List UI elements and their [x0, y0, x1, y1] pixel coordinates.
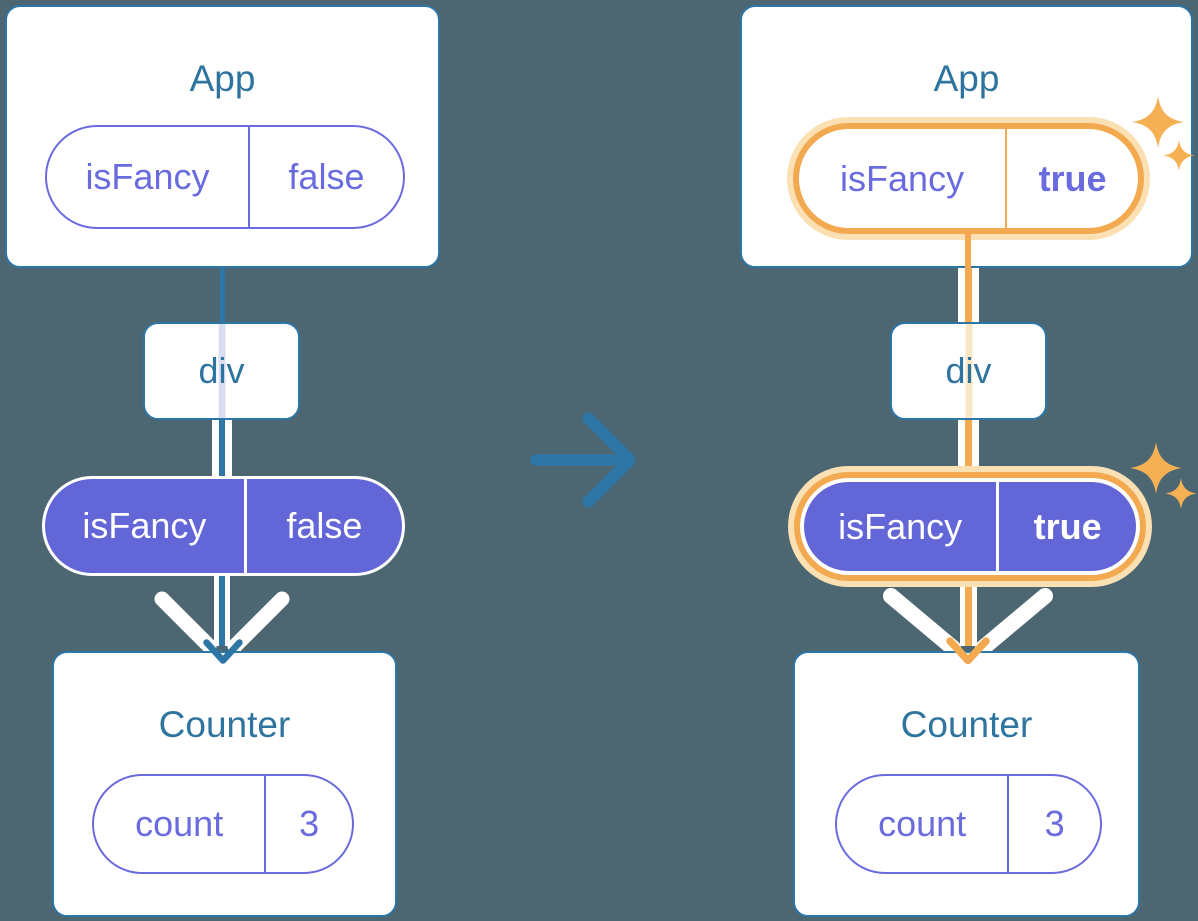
prop-name-cell: isFancy — [45, 479, 247, 573]
prop-value: true — [1033, 505, 1102, 547]
sparkle-icon — [1132, 96, 1195, 171]
app-title: App — [933, 58, 1000, 99]
state-value-cell: 3 — [266, 776, 352, 872]
counter-card: Counter count 3 — [793, 651, 1140, 917]
state-value: 3 — [1044, 803, 1065, 844]
prop-pipe-div-to-pill — [958, 420, 979, 478]
prop-name-cell: isFancy — [804, 482, 1000, 571]
prop-value-cell: true — [999, 482, 1136, 571]
prop-value: false — [286, 505, 363, 546]
prop-name: isFancy — [85, 156, 210, 197]
prop-flow-arrow-icon — [883, 588, 1053, 656]
prop-pipe-div-to-pill — [212, 420, 232, 476]
prop-value: true — [1038, 157, 1107, 199]
faded-prop-line — [965, 324, 972, 418]
state-name: count — [878, 803, 967, 844]
prop-pipe-pill-to-counter — [959, 574, 977, 646]
prop-pipe-app-to-div — [958, 268, 979, 322]
counter-state-pill: count 3 — [835, 774, 1102, 874]
prop-flow-pill-highlighted: isFancy true — [800, 478, 1140, 575]
app-title: App — [189, 58, 256, 99]
arrowhead-icon — [203, 639, 243, 664]
prop-flow-line-in-card — [965, 230, 971, 268]
counter-state-pill: count 3 — [92, 774, 354, 874]
tree-edge-app-div — [219, 268, 225, 322]
prop-value-cell: false — [250, 127, 403, 227]
sparkle-icon — [1130, 442, 1197, 509]
app-prop-pill: isFancy false — [45, 125, 405, 229]
prop-value-cell: false — [247, 479, 402, 573]
prop-pipe-pill-to-counter — [214, 574, 230, 646]
prop-flow-arrow-icon — [154, 591, 290, 654]
prop-value-cell: true — [1007, 129, 1138, 228]
div-card: div — [890, 322, 1047, 420]
prop-name-cell: isFancy — [47, 127, 250, 227]
app-card: App isFancy true — [740, 5, 1193, 268]
transition-arrow-icon — [530, 412, 636, 508]
counter-title: Counter — [158, 704, 291, 745]
counter-card: Counter count 3 — [52, 651, 397, 917]
state-name: count — [135, 803, 224, 844]
counter-title: Counter — [900, 704, 1033, 745]
faded-prop-line — [218, 324, 225, 418]
prop-flow-pill: isFancy false — [42, 476, 405, 576]
div-label: div — [945, 350, 992, 391]
state-value: 3 — [299, 803, 320, 844]
arrowhead-icon — [946, 637, 990, 665]
prop-name: isFancy — [82, 505, 207, 546]
prop-value: false — [288, 156, 365, 197]
app-prop-pill-highlighted: isFancy true — [793, 123, 1144, 234]
prop-name-cell: isFancy — [799, 129, 1008, 228]
state-name-cell: count — [837, 776, 1010, 872]
prop-name: isFancy — [838, 505, 963, 547]
prop-name: isFancy — [840, 157, 965, 199]
app-card: App isFancy false — [5, 5, 440, 268]
div-card: div — [143, 322, 300, 420]
div-label: div — [198, 350, 245, 391]
state-name-cell: count — [94, 776, 267, 872]
state-value-cell: 3 — [1009, 776, 1100, 872]
